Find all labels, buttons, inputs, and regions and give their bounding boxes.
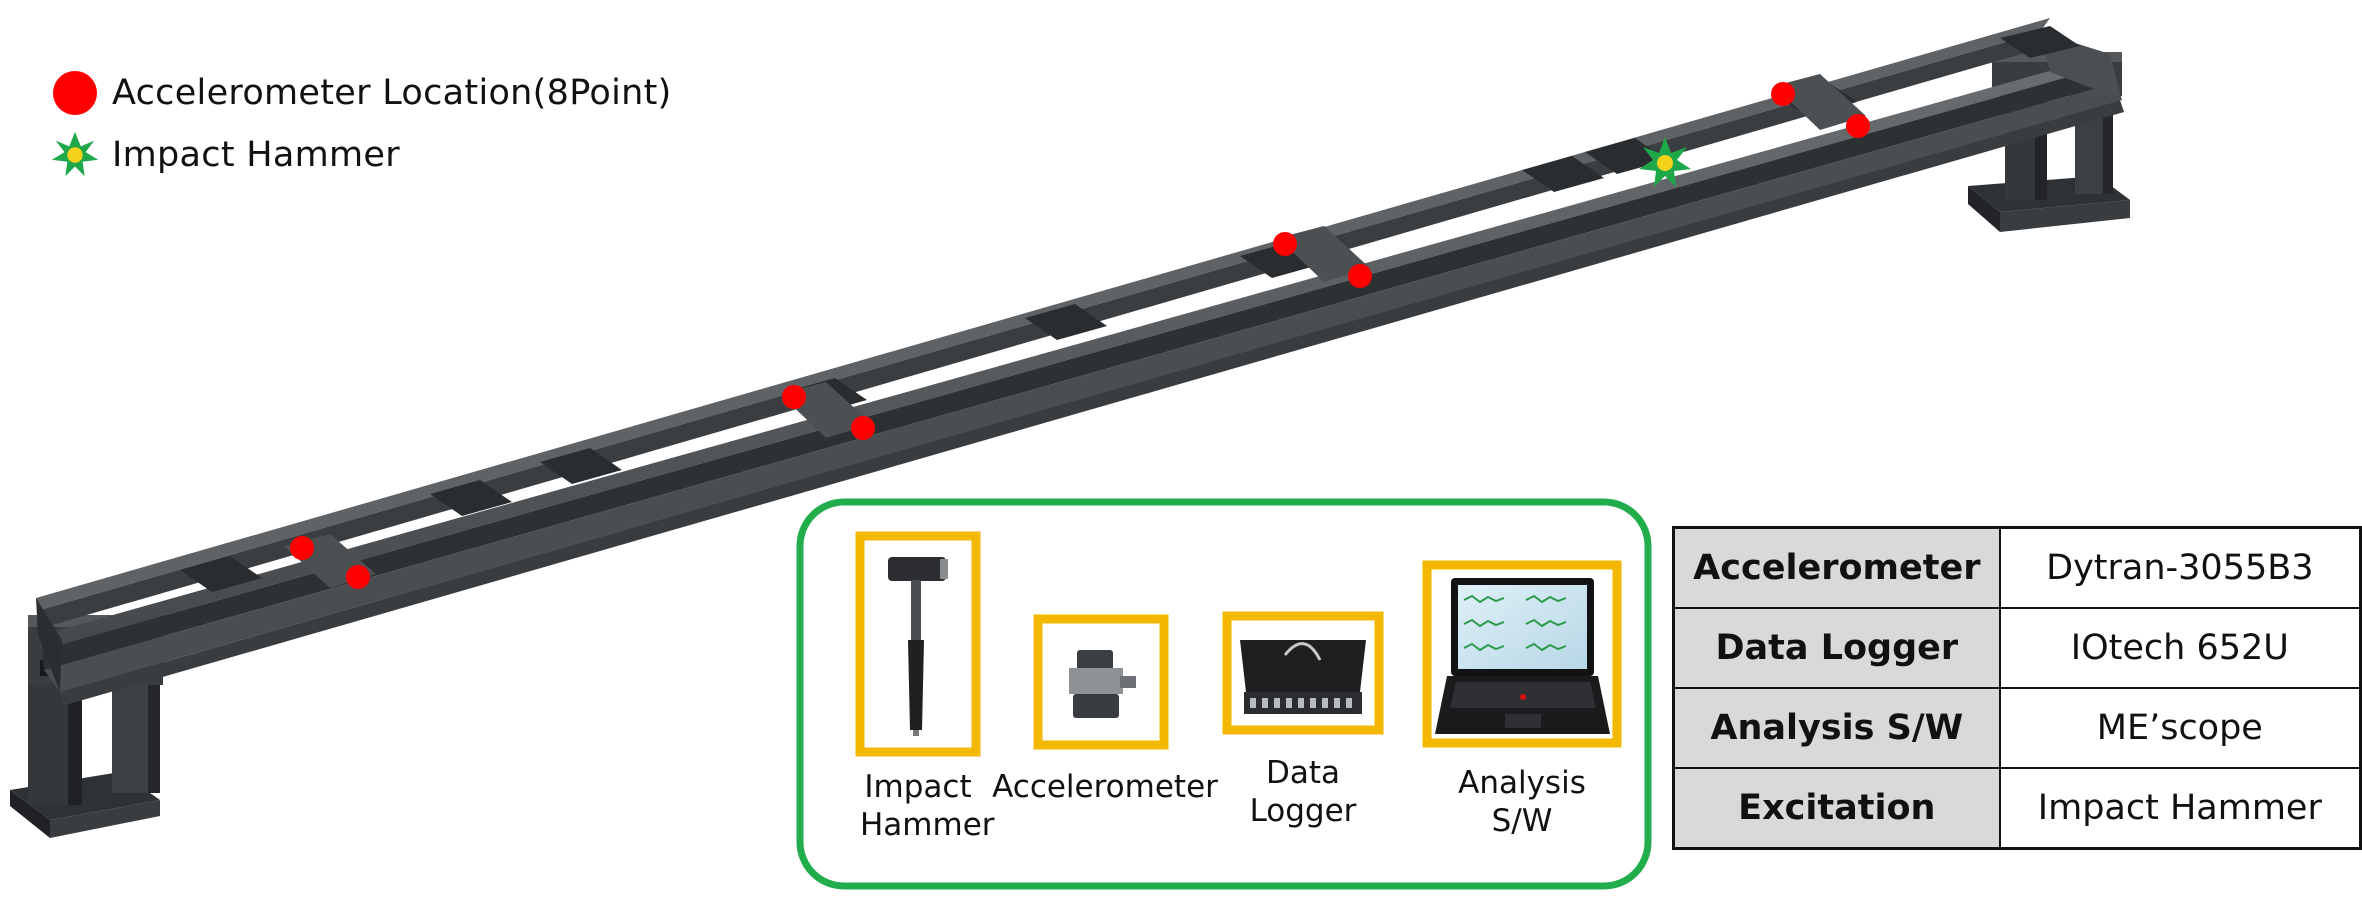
data-logger-image: [1222, 611, 1384, 735]
analysis-laptop-image: [1422, 560, 1622, 748]
spec-key: Analysis S/W: [1672, 687, 2001, 769]
legend: Accelerometer Location(8Point) Impact Ha…: [48, 62, 672, 186]
sensor-point-6: [1348, 264, 1372, 288]
sensor-point-5: [1273, 232, 1297, 256]
spec-value: Impact Hammer: [1998, 767, 2362, 850]
sensor-point-8: [1846, 114, 1870, 138]
legend-item-hammer: Impact Hammer: [48, 124, 672, 186]
accelerometer-points: [290, 82, 1870, 589]
data-logger-label-line-2: Logger: [1249, 793, 1357, 829]
cross-members: [180, 26, 2080, 592]
spec-row: Data Logger IOtech 652U: [1672, 607, 2362, 689]
accelerometer-image: [1033, 614, 1169, 750]
analysis-sw-label: Analysis S/W: [1427, 764, 1617, 840]
spec-value: Dytran-3055B3: [1998, 526, 2362, 609]
sensor-point-4: [851, 416, 875, 440]
impact-hammer-label: Impact Hammer: [860, 768, 995, 844]
spec-row: Excitation Impact Hammer: [1672, 767, 2362, 850]
analysis-sw-label-line-2: S/W: [1491, 803, 1553, 839]
sensor-point-7: [1771, 82, 1795, 106]
spec-key: Data Logger: [1672, 607, 2001, 689]
data-logger-label-line-1: Data: [1265, 755, 1341, 791]
sensor-point-3: [782, 385, 806, 409]
spec-value: IOtech 652U: [1998, 607, 2362, 689]
legend-label-accelerometer: Accelerometer Location(8Point): [112, 73, 672, 113]
sensor-point-2: [346, 565, 370, 589]
spec-row: Analysis S/W ME’scope: [1672, 687, 2362, 769]
legend-item-accelerometer: Accelerometer Location(8Point): [48, 62, 672, 124]
impact-hammer-image: [855, 531, 981, 757]
sensor-point-1: [290, 536, 314, 560]
spec-value: ME’scope: [1998, 687, 2362, 769]
accelerometer-label: Accelerometer: [990, 768, 1220, 806]
impact-point-star-icon: [1639, 137, 1691, 187]
accelerometer-label-text: Accelerometer: [992, 769, 1218, 805]
equipment-frame: [796, 498, 1652, 890]
spec-row: Accelerometer Dytran-3055B3: [1672, 526, 2362, 609]
green-star-icon: [48, 128, 102, 182]
analysis-sw-label-line-1: Analysis: [1458, 765, 1586, 801]
equipment-spec-table: Accelerometer Dytran-3055B3 Data Logger …: [1672, 526, 2362, 850]
legend-label-hammer: Impact Hammer: [112, 135, 400, 175]
steel-beam-structure: [10, 18, 2130, 838]
spec-key: Accelerometer: [1672, 526, 2001, 609]
impact-hammer-label-line-1: Impact: [864, 769, 972, 805]
red-dot-icon: [48, 66, 102, 120]
impact-hammer-label-line-2: Hammer: [860, 807, 995, 843]
spec-key: Excitation: [1672, 767, 2001, 850]
data-logger-label: Data Logger: [1227, 754, 1379, 830]
